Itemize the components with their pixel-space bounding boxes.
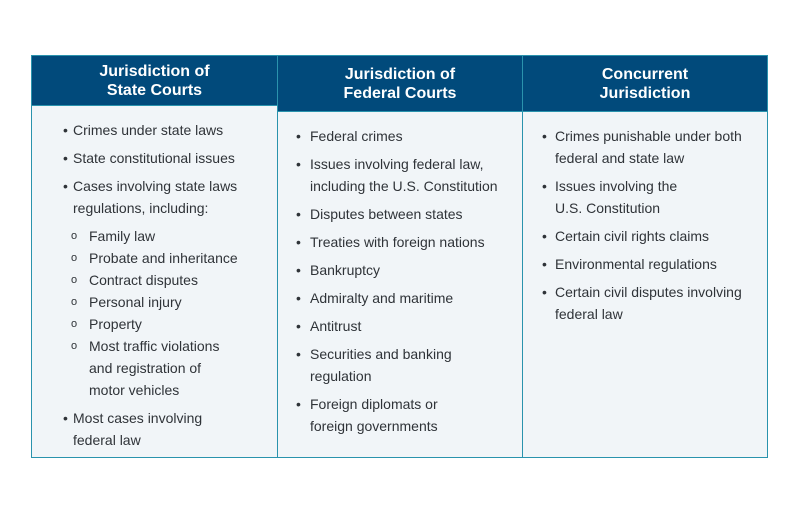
bullet-icon: • — [296, 156, 301, 172]
item-text: Family law — [89, 228, 156, 244]
list-item: • Antitrust — [278, 315, 522, 337]
item-text: Environmental regulations — [555, 256, 717, 272]
hollow-bullet-icon: o — [71, 296, 78, 308]
item-text: Contract disputes — [89, 272, 198, 288]
column-concurrent: Concurrent Jurisdiction • Crimes punishab… — [523, 56, 767, 457]
item-text: Property — [89, 316, 142, 332]
list-item: • Crimes under state laws — [32, 119, 277, 141]
list-item: • Crimes punishable under both federal an… — [523, 125, 767, 169]
item-text: Personal injury — [89, 294, 182, 310]
list-item: • Cases involving state laws regulations,… — [32, 175, 277, 219]
item-text: Antitrust — [310, 318, 362, 334]
column-header: Jurisdiction of Federal Courts — [278, 56, 522, 112]
item-text: Certain civil rights claims — [555, 228, 710, 244]
bullet-icon: • — [296, 318, 301, 334]
sub-list-item: o Probate and inheritance — [32, 247, 277, 269]
list-item: • Environmental regulations — [523, 253, 767, 275]
item-text: Crimes punishable under both federal and… — [555, 128, 742, 166]
sub-list-item: o Contract disputes — [32, 269, 277, 291]
list-item: • Certain civil disputes involving federa… — [523, 281, 767, 325]
column-header: Concurrent Jurisdiction — [523, 56, 767, 112]
bullet-icon: • — [296, 206, 301, 222]
bullet-icon: • — [542, 128, 547, 144]
hollow-bullet-icon: o — [71, 252, 78, 264]
hollow-bullet-icon: o — [71, 274, 78, 286]
jurisdiction-table: Jurisdiction of State Courts • Crimes und… — [31, 55, 768, 458]
sub-list-item: o Family law — [32, 225, 277, 247]
list-item: • Admiralty and maritime — [278, 287, 522, 309]
hollow-bullet-icon: o — [71, 340, 78, 352]
bullet-icon: • — [63, 178, 68, 194]
item-text: Issues involving federal law, including … — [310, 156, 498, 194]
item-text: Cases involving state laws regulations, … — [73, 178, 238, 216]
bullet-icon: • — [296, 290, 301, 306]
item-text: Treaties with foreign nations — [310, 234, 485, 250]
item-list: • Federal crimes • Issues involving federal… — [278, 125, 522, 437]
hollow-bullet-icon: o — [71, 230, 78, 242]
item-text: Disputes between states — [310, 206, 463, 222]
bullet-icon: • — [542, 228, 547, 244]
column-state-courts: Jurisdiction of State Courts • Crimes und… — [32, 56, 278, 457]
bullet-icon: • — [296, 396, 301, 412]
list-item: • Certain civil rights claims — [523, 225, 767, 247]
list-item: • Securities and banking regulation — [278, 343, 522, 387]
item-text: Admiralty and maritime — [310, 290, 454, 306]
list-item: • Disputes between states — [278, 203, 522, 225]
list-item: • Foreign diplomats or foreign government… — [278, 393, 522, 437]
column-header: Jurisdiction of State Courts — [32, 56, 277, 106]
item-text: Probate and inheritance — [89, 250, 238, 266]
list-item: • Bankruptcy — [278, 259, 522, 281]
item-list: • Crimes under state laws • State constitut… — [32, 119, 277, 451]
bullet-icon: • — [296, 262, 301, 278]
list-item: • Treaties with foreign nations — [278, 231, 522, 253]
bullet-icon: • — [542, 178, 547, 194]
item-text: Bankruptcy — [310, 262, 381, 278]
item-text: Most traffic violations and registration… — [89, 338, 220, 398]
bullet-icon: • — [542, 256, 547, 272]
list-item: • Issues involving federal law, including… — [278, 153, 522, 197]
sub-list-item: o Property — [32, 313, 277, 335]
column-federal-courts: Jurisdiction of Federal Courts • Federal … — [278, 56, 523, 457]
sub-list-item: o Most traffic violations and registratio… — [32, 335, 277, 401]
item-text: Securities and banking regulation — [310, 346, 452, 384]
bullet-icon: • — [63, 410, 68, 426]
item-text: Most cases involving federal law — [73, 410, 203, 448]
item-text: Crimes under state laws — [73, 122, 224, 138]
bullet-icon: • — [63, 122, 68, 138]
item-text: Foreign diplomats or foreign governments — [310, 396, 438, 434]
item-text: State constitutional issues — [73, 150, 235, 166]
item-text: Federal crimes — [310, 128, 403, 144]
list-item: • State constitutional issues — [32, 147, 277, 169]
item-list: • Crimes punishable under both federal an… — [523, 125, 767, 325]
bullet-icon: • — [296, 128, 301, 144]
list-item: • Federal crimes — [278, 125, 522, 147]
bullet-icon: • — [63, 150, 68, 166]
bullet-icon: • — [542, 284, 547, 300]
list-item: • Issues involving the U.S. Constitution — [523, 175, 767, 219]
list-item: • Most cases involving federal law — [32, 407, 277, 451]
bullet-icon: • — [296, 346, 301, 362]
item-text: Issues involving the U.S. Constitution — [555, 178, 678, 216]
sub-list-item: o Personal injury — [32, 291, 277, 313]
bullet-icon: • — [296, 234, 301, 250]
item-text: Certain civil disputes involving federal… — [555, 284, 742, 322]
hollow-bullet-icon: o — [71, 318, 78, 330]
